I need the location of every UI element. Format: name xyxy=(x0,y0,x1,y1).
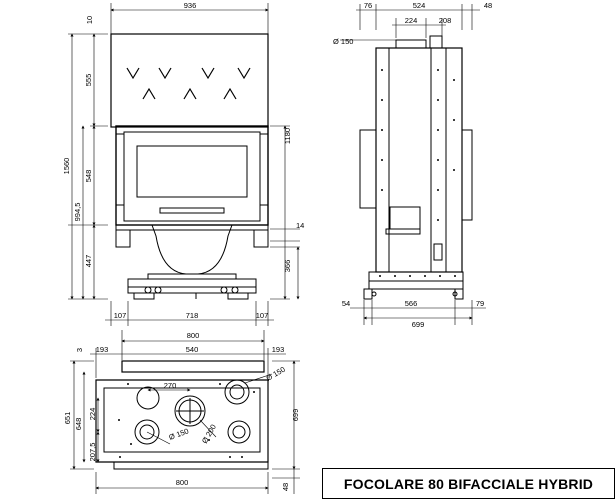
dim-plan-top-offset: 3 xyxy=(75,348,84,352)
dim-plan-inner-2075: 207,5 xyxy=(88,443,97,462)
front-leg-right xyxy=(253,229,269,248)
dim-front-width-total: 936 xyxy=(184,1,197,10)
dim-plan-inner-224: 224 xyxy=(88,408,97,421)
dim-side-flue-diameter: Ø 150 xyxy=(333,37,353,46)
dim-front-top-margin: 10 xyxy=(85,16,94,24)
title-box: FOCOLARE 80 BIFACCIALE HYBRID xyxy=(322,468,615,499)
dim-plan-diameter-200: Ø 200 xyxy=(200,423,218,445)
plan-flue-centre xyxy=(174,395,206,427)
side-dimension-labels: 76 524 48 224 208 Ø 150 54 566 79 699 xyxy=(333,1,492,329)
plan-flue-left-top xyxy=(136,386,160,410)
front-ash-body xyxy=(151,224,233,275)
front-glass xyxy=(136,145,248,198)
plan-flue-left-bottom xyxy=(134,419,160,445)
front-leg-left xyxy=(115,229,131,248)
plan-front-strip xyxy=(121,360,265,373)
dim-plan-height-left: 651 xyxy=(63,412,72,425)
dim-plan-top-left: 193 xyxy=(96,345,109,354)
dim-side-bottom-left: 54 xyxy=(342,299,350,308)
dim-side-bottom-total: 699 xyxy=(412,320,425,329)
front-dimension-labels: 10 936 555 1560 548 994,5 447 1180 14 36… xyxy=(62,1,304,320)
front-hood-panel xyxy=(110,33,269,128)
front-firebox-frame xyxy=(115,125,269,226)
dim-front-mid-height: 994,5 xyxy=(73,203,82,222)
plan-flue-right-bottom xyxy=(227,420,251,444)
plan-rivets xyxy=(118,383,255,458)
dim-side-top-total: 524 xyxy=(413,1,426,10)
side-view xyxy=(359,35,473,300)
dim-front-offset: 14 xyxy=(296,221,304,230)
dim-front-bottom-left: 107 xyxy=(114,311,127,320)
side-flue-collar xyxy=(395,39,427,49)
plan-dimensions xyxy=(70,330,300,494)
dim-front-height-total: 1560 xyxy=(62,158,71,175)
dim-side-bottom-mid: 566 xyxy=(405,299,418,308)
side-control-box xyxy=(389,206,421,230)
plan-bottom-strip xyxy=(113,461,269,470)
side-small-box xyxy=(433,243,443,261)
front-dimensions xyxy=(68,3,300,326)
dim-front-upper-height: 555 xyxy=(84,74,93,87)
side-rivets xyxy=(379,69,456,277)
side-dimensions xyxy=(340,4,486,325)
dim-front-base-height: 366 xyxy=(283,260,292,273)
dim-side-top-right: 48 xyxy=(484,1,492,10)
side-flue-collar-2 xyxy=(429,35,443,49)
dim-plan-top-right: 193 xyxy=(272,345,285,354)
front-vent-chevrons xyxy=(126,67,251,100)
dim-side-top-b: 208 xyxy=(439,16,452,25)
dim-front-door-height: 548 xyxy=(84,170,93,183)
front-view xyxy=(110,33,269,300)
dim-plan-diameter-left: Ø 150 xyxy=(168,426,190,441)
dim-plan-bottom-offset: 48 xyxy=(281,483,290,491)
dim-side-bottom-right: 79 xyxy=(476,299,484,308)
dim-plan-bottom-total: 800 xyxy=(176,478,189,487)
front-door-frame xyxy=(123,131,261,222)
dim-front-bottom-right: 107 xyxy=(256,311,269,320)
side-right-panel xyxy=(461,129,473,221)
plan-flue-right-top xyxy=(224,379,250,405)
dim-plan-top-total: 800 xyxy=(187,331,200,340)
dim-plan-spacing-270: 270 xyxy=(164,381,177,390)
dim-side-top-a: 224 xyxy=(405,16,418,25)
dim-front-height-right: 1180 xyxy=(283,128,292,144)
dim-side-top-left: 76 xyxy=(364,1,372,10)
side-left-panel xyxy=(359,129,377,209)
front-base-frame xyxy=(127,278,257,294)
dim-front-bottom-mid: 718 xyxy=(186,311,199,320)
dim-front-lower-height: 447 xyxy=(84,255,93,268)
drawing-title: FOCOLARE 80 BIFACCIALE HYBRID xyxy=(343,475,594,492)
plan-view xyxy=(95,360,269,470)
dim-plan-top-mid: 540 xyxy=(186,345,199,354)
dim-plan-right-height: 699 xyxy=(291,409,300,422)
dim-plan-height-mid: 648 xyxy=(74,418,83,431)
plan-dimension-labels: 800 3 193 540 193 270 Ø 150 651 648 224 … xyxy=(63,331,300,491)
